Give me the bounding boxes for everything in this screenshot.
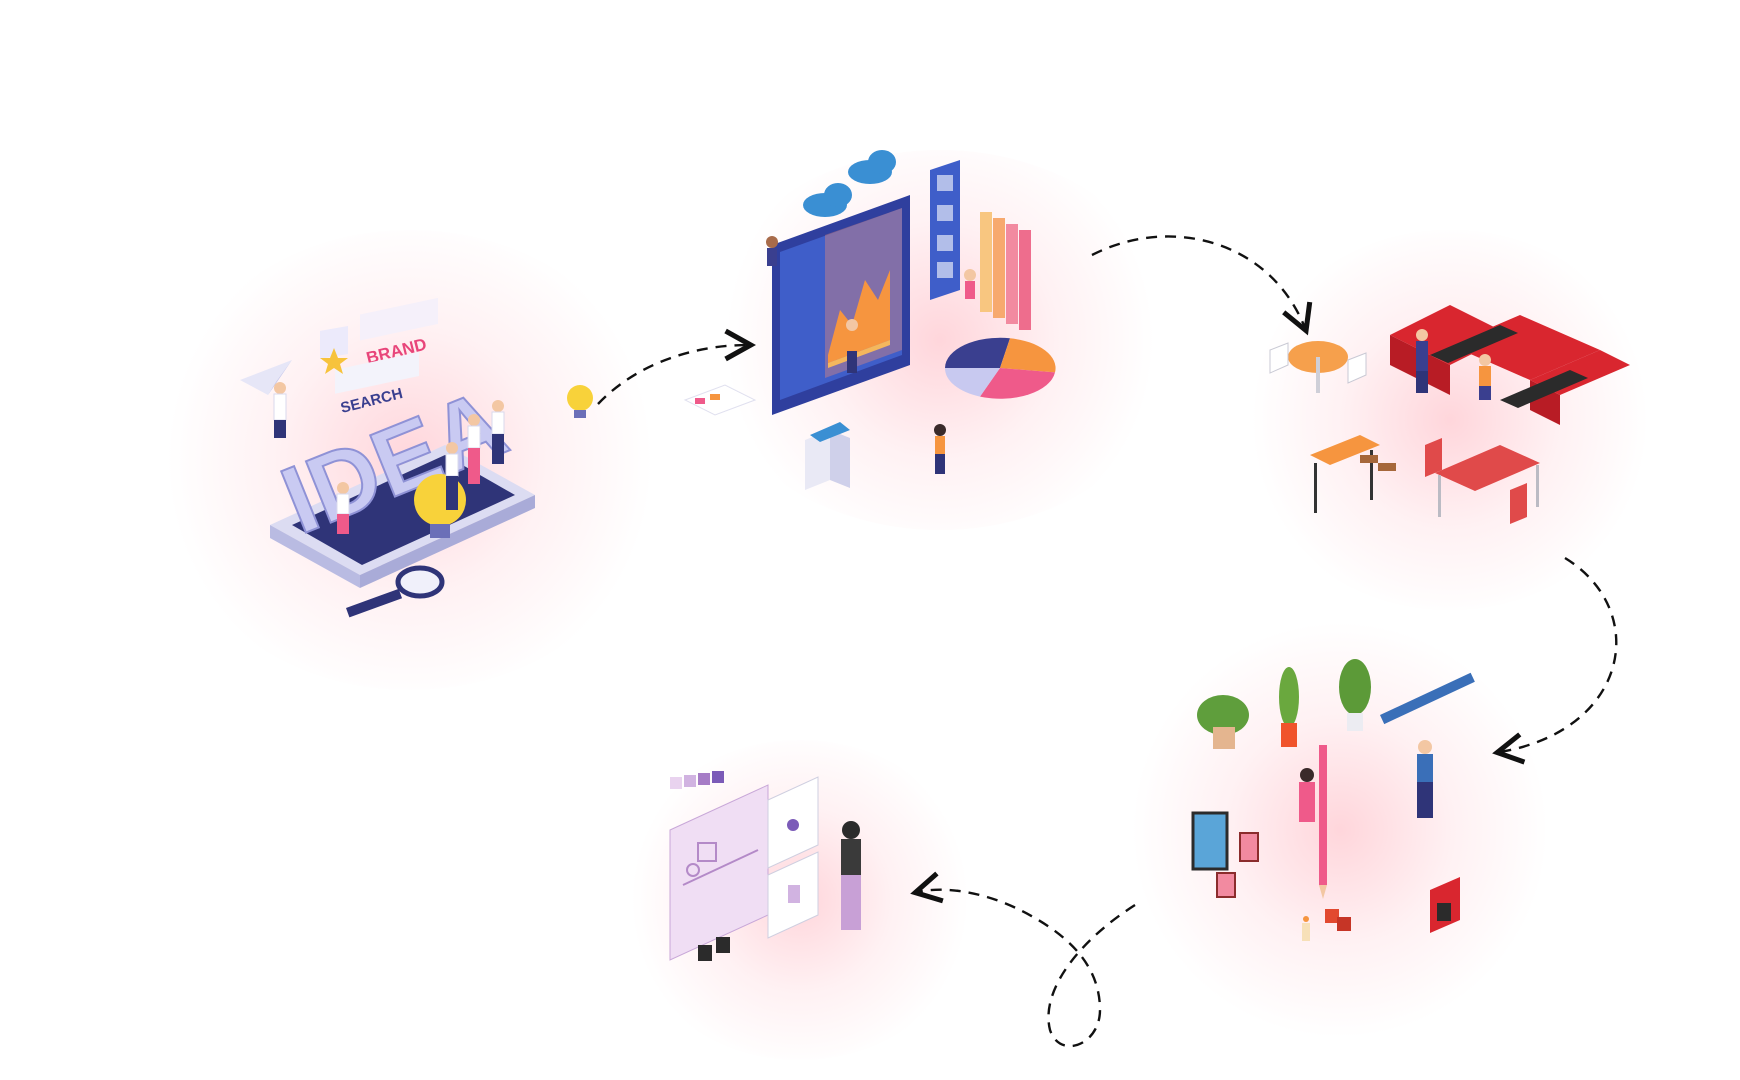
people-group bbox=[1299, 740, 1433, 822]
person bbox=[445, 442, 459, 510]
pie-chart-icon bbox=[944, 337, 1056, 399]
drafting-scene bbox=[668, 771, 898, 980]
cloud-icon bbox=[803, 150, 896, 217]
people-group bbox=[766, 236, 976, 474]
pencil-icon bbox=[1319, 672, 1475, 899]
side-panel bbox=[930, 160, 960, 300]
paint-can-icon bbox=[698, 937, 730, 961]
furniture-scene bbox=[1269, 295, 1630, 590]
person bbox=[273, 382, 287, 438]
round-table-icon bbox=[1269, 341, 1367, 393]
blueprint-board-icon bbox=[669, 784, 769, 961]
picture-frame-icon bbox=[1191, 811, 1259, 898]
designer-person bbox=[841, 821, 861, 930]
idea-scene: IDEA BRAND SEARCH bbox=[240, 297, 600, 640]
candle-icon bbox=[1302, 909, 1351, 941]
bar-stool-icon bbox=[1310, 435, 1396, 513]
potted-plant-icon bbox=[1197, 659, 1371, 749]
color-swatches-icon bbox=[980, 212, 1031, 330]
dashboard-scene bbox=[683, 150, 1080, 500]
person bbox=[467, 414, 481, 484]
decor-scene bbox=[1185, 655, 1485, 955]
fireplace-icon bbox=[1430, 877, 1460, 933]
area-chart-icon bbox=[828, 270, 890, 368]
people-group bbox=[1416, 329, 1491, 400]
sketch-board-icon bbox=[767, 776, 819, 939]
star-icon bbox=[320, 325, 348, 374]
person bbox=[491, 400, 505, 464]
paper-plane-icon bbox=[240, 360, 292, 395]
magnifier-icon bbox=[346, 565, 445, 618]
kiosk-icon bbox=[805, 422, 850, 490]
glow-furniture bbox=[1240, 230, 1660, 610]
color-palette-icon bbox=[670, 771, 724, 789]
dining-table-icon bbox=[1425, 438, 1540, 524]
people-group bbox=[273, 382, 505, 534]
booklet bbox=[683, 384, 757, 416]
person bbox=[336, 482, 350, 534]
